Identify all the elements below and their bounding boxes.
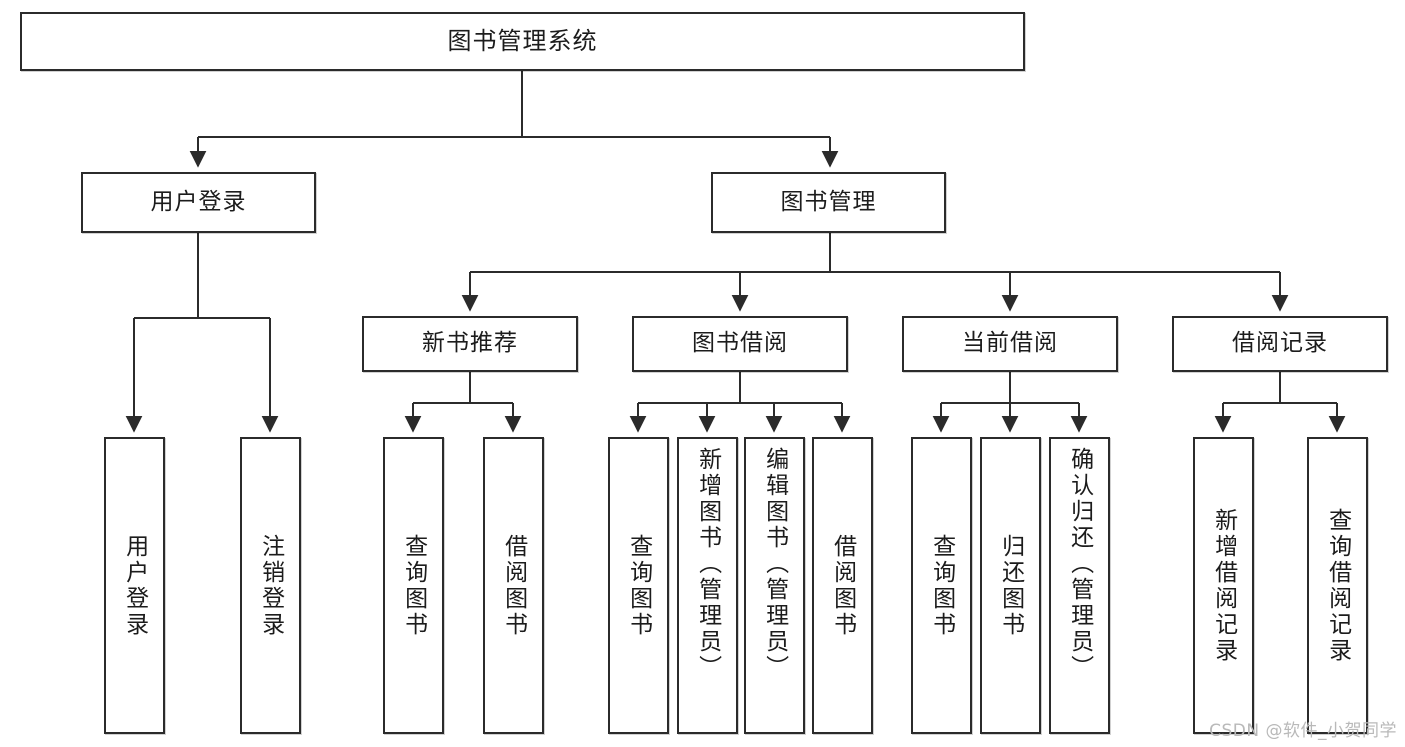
- node-new-book-recommend[interactable]: 新书推荐: [362, 316, 578, 372]
- leaf-user-login-logout[interactable]: 注销登录: [240, 437, 301, 734]
- node-label: 归还图书: [997, 533, 1024, 638]
- node-label: 编辑图书（管理员）: [761, 447, 788, 681]
- node-label: 用户登录: [150, 188, 247, 215]
- leaf-new-book-borrow-book[interactable]: 借阅图书: [483, 437, 544, 734]
- leaf-new-book-query-book[interactable]: 查询图书: [383, 437, 444, 734]
- node-label: 借阅图书: [500, 533, 527, 638]
- node-label: 新书推荐: [422, 330, 518, 357]
- node-book-management[interactable]: 图书管理: [711, 172, 946, 233]
- node-label: 借阅图书: [829, 533, 856, 638]
- node-label: 图书管理系统: [447, 27, 598, 56]
- node-label: 查询图书: [400, 533, 427, 638]
- leaf-borrow-record-add-record[interactable]: 新增借阅记录: [1193, 437, 1254, 734]
- leaf-user-login-login[interactable]: 用户登录: [104, 437, 165, 734]
- node-label: 注销登录: [257, 533, 284, 638]
- leaf-current-borrow-return-book[interactable]: 归还图书: [980, 437, 1041, 734]
- leaf-book-borrow-add-book-admin[interactable]: 新增图书（管理员）: [677, 437, 738, 734]
- leaf-borrow-record-query-record[interactable]: 查询借阅记录: [1307, 437, 1368, 734]
- node-label: 新增借阅记录: [1210, 507, 1237, 664]
- csdn-watermark: CSDN @软件_小贺同学: [1209, 721, 1397, 741]
- leaf-book-borrow-query-book[interactable]: 查询图书: [608, 437, 669, 734]
- node-label: 图书管理: [780, 188, 877, 215]
- node-label: 用户登录: [121, 533, 148, 638]
- node-root-book-management-system[interactable]: 图书管理系统: [20, 12, 1025, 71]
- node-borrow-record[interactable]: 借阅记录: [1172, 316, 1388, 372]
- node-label: 图书借阅: [692, 330, 788, 357]
- node-label: 确认归还（管理员）: [1066, 447, 1093, 681]
- node-current-borrow[interactable]: 当前借阅: [902, 316, 1118, 372]
- leaf-book-borrow-edit-book-admin[interactable]: 编辑图书（管理员）: [744, 437, 805, 734]
- leaf-current-borrow-confirm-return-admin[interactable]: 确认归还（管理员）: [1049, 437, 1110, 734]
- node-book-borrow[interactable]: 图书借阅: [632, 316, 848, 372]
- node-label: 查询图书: [625, 533, 652, 638]
- node-label: 新增图书（管理员）: [694, 447, 721, 681]
- leaf-book-borrow-borrow-book[interactable]: 借阅图书: [812, 437, 873, 734]
- leaf-current-borrow-query-book[interactable]: 查询图书: [911, 437, 972, 734]
- node-label: 查询图书: [928, 533, 955, 638]
- node-label: 当前借阅: [962, 330, 1058, 357]
- node-label: 查询借阅记录: [1324, 507, 1351, 664]
- node-label: 借阅记录: [1232, 330, 1328, 357]
- node-user-login[interactable]: 用户登录: [81, 172, 316, 233]
